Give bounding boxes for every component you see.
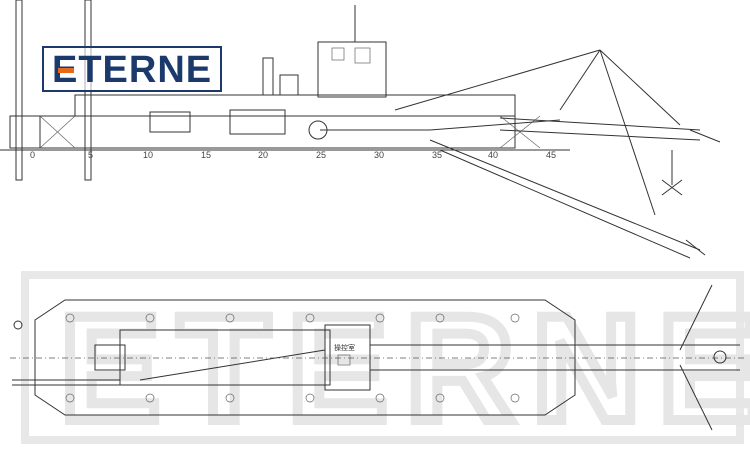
svg-text:15: 15: [201, 150, 211, 160]
logo-accent-bar: [58, 68, 74, 73]
svg-text:5: 5: [88, 150, 93, 160]
svg-text:40: 40: [488, 150, 498, 160]
svg-text:0: 0: [30, 150, 35, 160]
logo-text: ETERNE: [52, 49, 213, 91]
svg-text:10: 10: [143, 150, 153, 160]
watermark: ETERNE: [21, 271, 750, 452]
control-room-label: 操控室: [334, 345, 355, 352]
svg-text:20: 20: [258, 150, 268, 160]
plan-view: [10, 284, 745, 431]
svg-text:25: 25: [316, 150, 326, 160]
eterne-logo: ETERNE: [42, 46, 222, 92]
svg-text:35: 35: [432, 150, 442, 160]
svg-text:45: 45: [546, 150, 556, 160]
svg-text:30: 30: [374, 150, 384, 160]
svg-text:ETERNE: ETERNE: [60, 284, 750, 452]
side-view: 0 5 10 15 20 25 30 35 40 45: [0, 0, 721, 259]
